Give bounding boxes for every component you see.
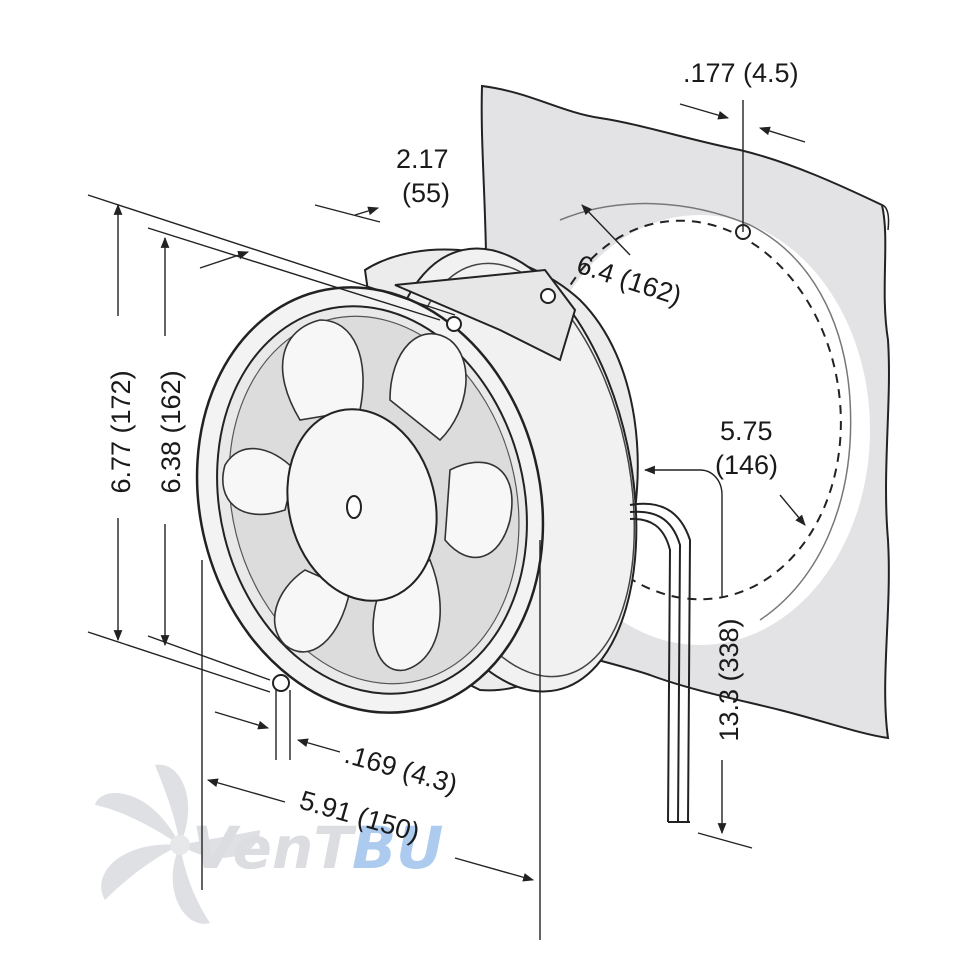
dim-hole-circle-value: 5.75	[720, 416, 773, 446]
dim-lead-length: 13.3 (338)	[714, 618, 744, 741]
dim-overall-height: 6.77 (172)	[106, 370, 136, 493]
watermark-fan-icon	[95, 764, 260, 924]
dim-depth-mm: (55)	[402, 178, 450, 208]
flange-hole-front-bottom	[272, 674, 290, 692]
flange-hole-top	[540, 288, 556, 304]
fan-blades	[222, 319, 513, 671]
watermark-text-accent: BU	[352, 814, 443, 882]
fan-hub	[286, 408, 438, 602]
dim-depth-value: 2.17	[396, 144, 449, 174]
dim-flange-height: 6.38 (162)	[156, 370, 186, 493]
dim-hole-circle-mm: (146)	[715, 450, 778, 480]
dim-mount-hole-top: .177 (4.5)	[683, 58, 799, 88]
dim-mount-hole-bottom: .169 (4.3)	[341, 739, 460, 800]
flange-hole-front-top	[446, 316, 462, 332]
lead-wires	[629, 502, 692, 823]
watermark-logo: VenT BU	[95, 764, 443, 924]
watermark-text: VenT	[192, 814, 357, 882]
fan-body	[195, 247, 639, 714]
dimension-lines	[87, 100, 806, 940]
